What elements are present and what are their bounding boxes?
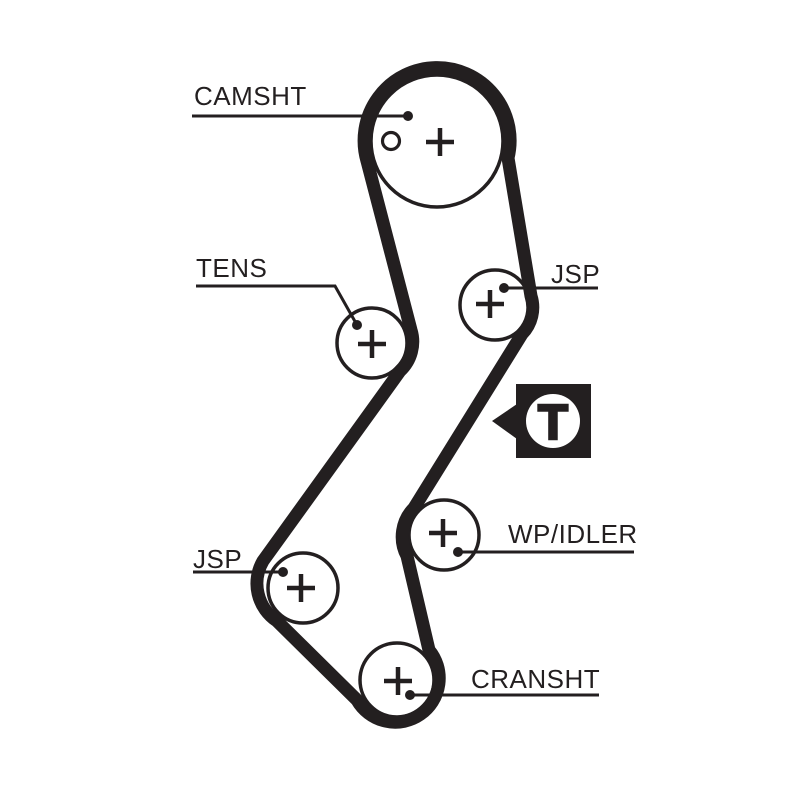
tension-marker-arrow-icon: [492, 404, 517, 439]
crankshaft-label: CRANSHT: [471, 664, 601, 694]
jsp-lower-leader-dot: [278, 567, 288, 577]
wp-idler-label: WP/IDLER: [508, 519, 638, 549]
jsp-lower-label: JSP: [193, 544, 243, 574]
tensioner-leader-line: [196, 284, 359, 326]
camshaft-center-cross: [426, 128, 454, 156]
jsp-upper-label: JSP: [551, 259, 601, 289]
crankshaft-leader-dot: [405, 690, 415, 700]
wp-idler-center-cross: [429, 519, 457, 547]
tension-marker: T: [492, 384, 591, 458]
timing-belt-path: [250, 61, 540, 729]
tensioner-label: TENS: [196, 253, 268, 283]
jsp-upper-leader-dot: [499, 283, 509, 293]
crankshaft-center-cross: [384, 667, 412, 695]
camshaft-alignment-hole-icon: [380, 130, 402, 152]
tension-marker-circle: [526, 394, 580, 448]
camshaft-label: CAMSHT: [194, 81, 307, 111]
jsp-lower-center-cross: [287, 574, 315, 602]
jsp-upper-center-cross: [476, 290, 504, 318]
camshaft-leader-dot: [403, 111, 413, 121]
wp-idler-leader-dot: [453, 547, 463, 557]
tensioner-leader-dot: [352, 320, 362, 330]
tensioner-center-cross: [358, 330, 386, 358]
tension-marker-letter: T: [538, 396, 568, 450]
